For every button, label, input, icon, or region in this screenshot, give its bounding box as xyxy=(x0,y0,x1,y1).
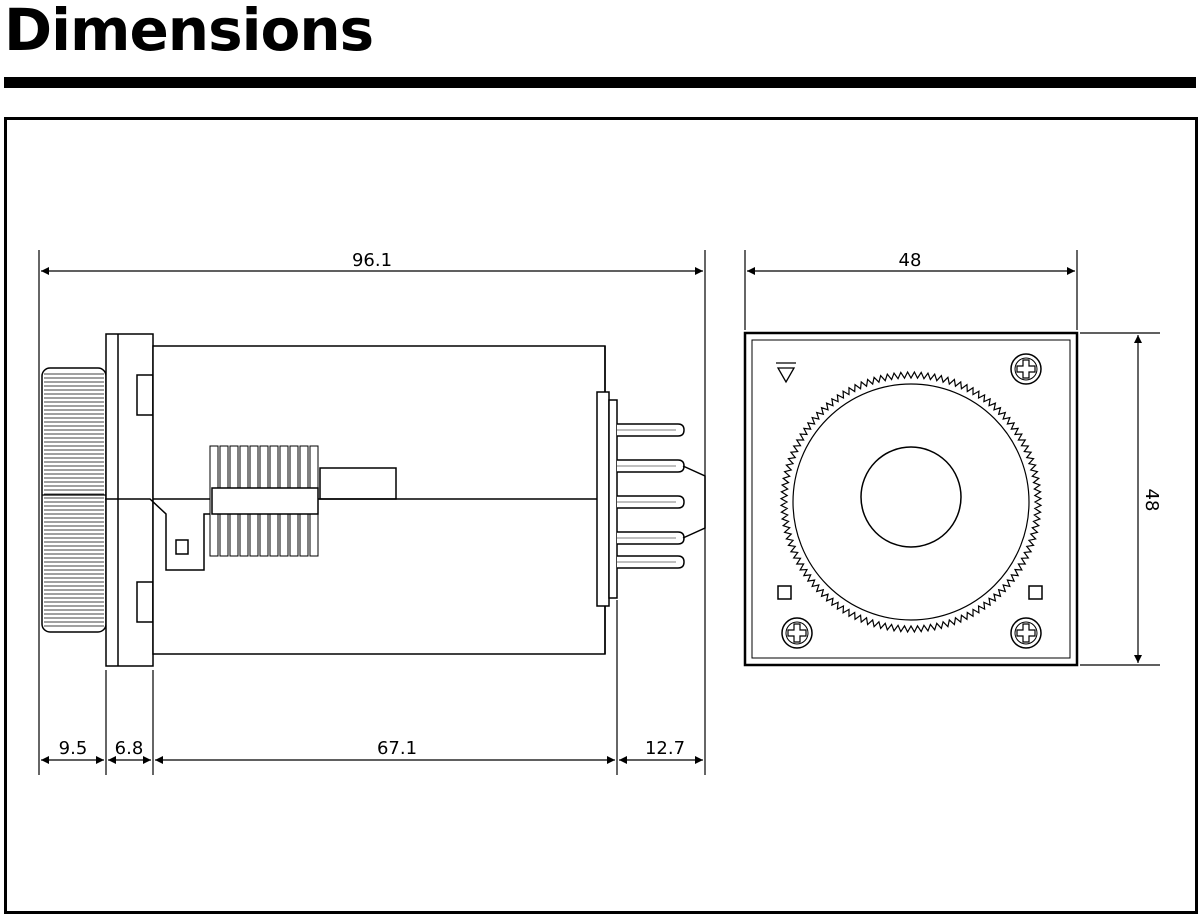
title-rule xyxy=(4,77,1196,88)
dim-front-height: 48 xyxy=(1141,489,1162,512)
triangle-mark-icon xyxy=(776,362,796,384)
dim-overall-length: 96.1 xyxy=(352,250,392,271)
dim-knob-depth: 9.5 xyxy=(59,738,88,759)
flange xyxy=(105,333,154,667)
knob xyxy=(41,367,107,633)
side-view xyxy=(41,333,706,667)
page-title: Dimensions xyxy=(4,0,374,64)
indicator-square-left xyxy=(777,585,792,600)
screw-bottom-left-icon xyxy=(781,617,813,649)
socket-base xyxy=(596,346,706,654)
indicator-square-right xyxy=(1028,585,1043,600)
body xyxy=(105,345,606,655)
screw-bottom-right-icon xyxy=(1010,617,1042,649)
dim-front-width: 48 xyxy=(899,250,922,271)
dim-flange-thickness: 6.8 xyxy=(115,738,144,759)
front-view xyxy=(743,331,1079,667)
dial xyxy=(779,370,1043,634)
dim-pin-length: 12.7 xyxy=(645,738,685,759)
side-view-dimensions xyxy=(38,250,706,775)
front-view-dimensions xyxy=(744,250,1160,666)
dim-body-length: 67.1 xyxy=(377,738,417,759)
drawing-frame xyxy=(4,117,1198,914)
screw-top-right-icon xyxy=(1010,353,1042,385)
